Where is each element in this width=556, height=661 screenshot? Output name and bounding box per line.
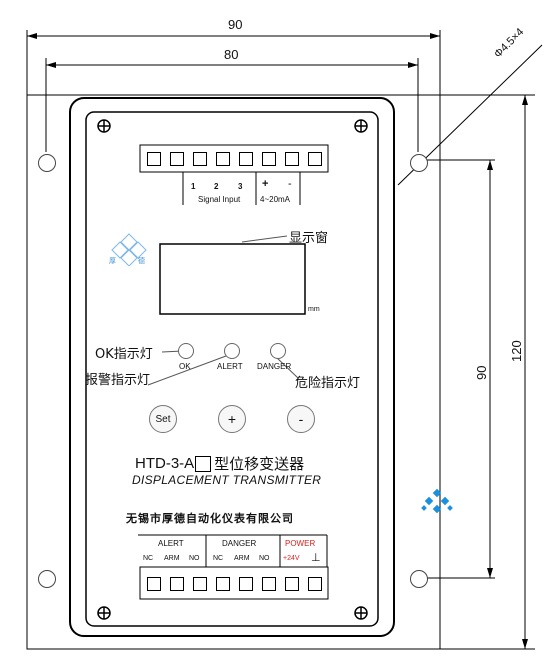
terminal-label-minus: - — [288, 178, 292, 190]
mount-hole-top-right — [410, 154, 428, 172]
decorative-logo-icon — [421, 488, 453, 514]
current-range-label: 4~20mA — [260, 195, 291, 204]
ok-indicator-callout: OK指示灯 — [95, 347, 153, 362]
terminal-label-1: 1 — [191, 182, 196, 191]
terminal-top-6 — [262, 152, 276, 166]
dimension-height-inner: 90 — [474, 365, 489, 380]
ok-led — [178, 343, 194, 359]
screw-icon-bottom-left — [97, 606, 111, 620]
display-window — [161, 245, 304, 313]
ground-symbol: ⊥ — [311, 552, 321, 564]
terminal-top-3 — [193, 152, 207, 166]
minus-button[interactable]: - — [287, 405, 315, 433]
mount-hole-bottom-right — [410, 570, 428, 588]
ok-led-label: OK — [179, 362, 191, 371]
power-plus24v-label: +24V — [283, 555, 300, 562]
alert-group-label: ALERT — [158, 539, 184, 548]
terminal-top-1 — [147, 152, 161, 166]
terminal-label-plus: + — [262, 178, 269, 190]
danger-no-label: NO — [259, 555, 270, 562]
mount-hole-bottom-left — [38, 570, 56, 588]
set-button[interactable]: Set — [149, 405, 177, 433]
plus-button[interactable]: + — [218, 405, 246, 433]
product-english-name: DISPLACEMENT TRANSMITTER — [132, 473, 322, 487]
danger-group-label: DANGER — [222, 539, 257, 548]
screw-icon-top-left — [97, 119, 111, 133]
alert-nc-label: NC — [143, 555, 154, 562]
terminal-bottom-2 — [170, 577, 184, 591]
screw-icon-bottom-right — [354, 606, 368, 620]
terminal-bottom-1 — [147, 577, 161, 591]
terminal-top-5 — [239, 152, 253, 166]
danger-led — [270, 343, 286, 359]
terminal-top-4 — [216, 152, 230, 166]
terminal-label-3: 3 — [238, 182, 243, 191]
mount-hole-top-left — [38, 154, 56, 172]
dimension-height-outer: 120 — [509, 340, 524, 362]
dimension-width-outer: 90 — [228, 17, 243, 32]
alarm-indicator-callout: 报警指示灯 — [85, 373, 151, 388]
signal-input-label: Signal Input — [198, 195, 241, 204]
display-unit-label: mm — [308, 306, 320, 313]
terminal-top-7 — [285, 152, 299, 166]
terminal-top-8 — [308, 152, 322, 166]
company-name: 无锡市厚德自动化仪表有限公司 — [126, 512, 294, 525]
danger-nc-label: NC — [213, 555, 224, 562]
model-blank-box — [195, 455, 212, 472]
model-suffix: 型位移变送器 — [214, 455, 305, 473]
danger-indicator-callout: 危险指示灯 — [295, 376, 361, 391]
alert-arm-label: ARM — [164, 555, 180, 562]
terminal-top-2 — [170, 152, 184, 166]
screw-icon-top-right — [354, 119, 368, 133]
logo-char-1: 厚 — [109, 257, 116, 265]
danger-led-label: DANGER — [257, 362, 292, 371]
danger-arm-label: ARM — [234, 555, 250, 562]
terminal-bottom-6 — [262, 577, 276, 591]
power-group-label: POWER — [285, 539, 316, 548]
product-model: HTD-3-A 型位移变送器 — [135, 453, 304, 474]
dimension-width-inner: 80 — [224, 47, 239, 62]
terminal-bottom-8 — [308, 577, 322, 591]
alert-led — [224, 343, 240, 359]
houde-logo-icon — [111, 233, 147, 266]
terminal-bottom-7 — [285, 577, 299, 591]
display-window-callout: 显示窗 — [289, 231, 329, 246]
terminal-bottom-5 — [239, 577, 253, 591]
alert-no-label: NO — [189, 555, 200, 562]
logo-char-2: 德 — [138, 257, 145, 265]
terminal-bottom-4 — [216, 577, 230, 591]
terminal-bottom-3 — [193, 577, 207, 591]
alert-led-label: ALERT — [217, 362, 243, 371]
terminal-label-2: 2 — [214, 182, 219, 191]
model-prefix: HTD-3-A — [135, 455, 195, 472]
